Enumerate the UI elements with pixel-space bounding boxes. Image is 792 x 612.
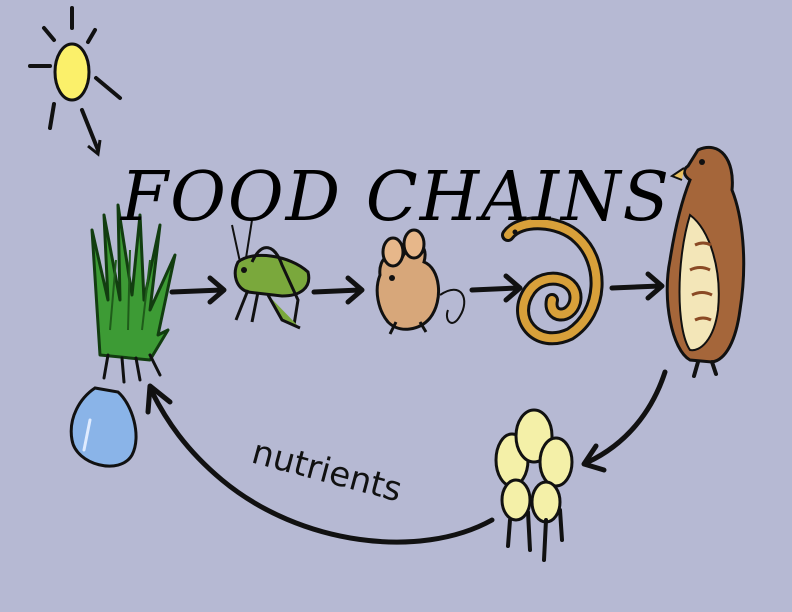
nutrients-label: nutrients bbox=[248, 432, 407, 510]
arrow-grass-to-grasshopper bbox=[169, 275, 227, 305]
arrow-grasshopper-to-mouse bbox=[311, 275, 365, 305]
sun-icon bbox=[28, 6, 122, 157]
water-drop-icon bbox=[69, 386, 138, 468]
arrow-mouse-to-snake bbox=[469, 273, 523, 303]
mushrooms-icon bbox=[494, 408, 574, 562]
snake-icon bbox=[501, 216, 604, 346]
grasshopper-icon bbox=[231, 219, 311, 330]
grass-icon bbox=[90, 203, 177, 384]
hawk-icon bbox=[665, 146, 746, 378]
arrow-hawk-to-mushrooms bbox=[581, 369, 668, 473]
arrow-nutrients bbox=[145, 383, 495, 545]
arrow-snake-to-hawk bbox=[609, 271, 665, 301]
mouse-icon bbox=[375, 228, 466, 335]
